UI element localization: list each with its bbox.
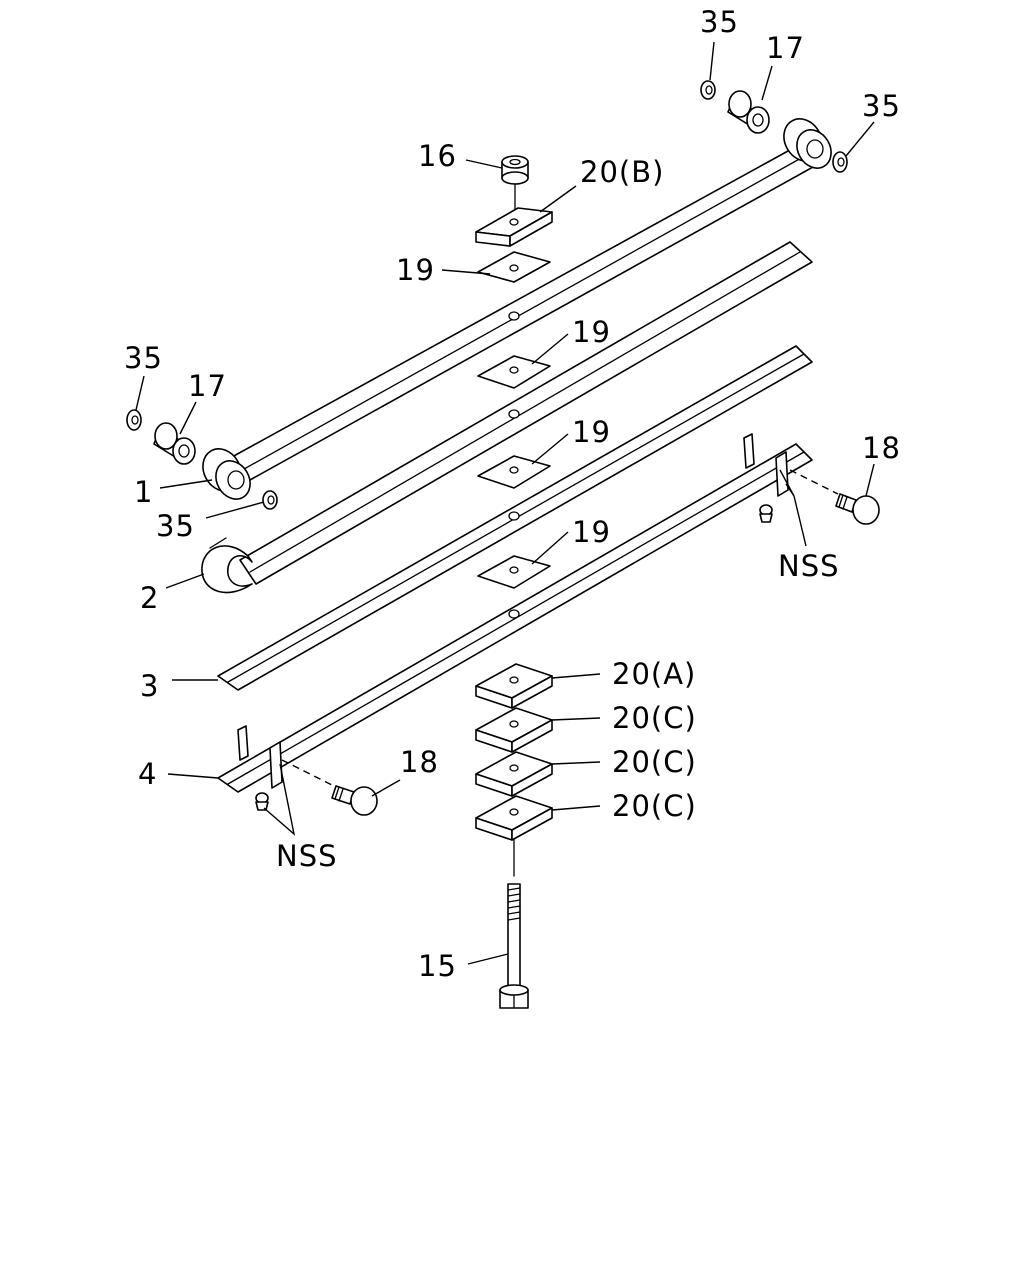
label-35-topright: 35 bbox=[862, 89, 901, 123]
label-17-top: 17 bbox=[766, 31, 805, 65]
washer-35-top bbox=[700, 80, 716, 100]
spacer-19-b bbox=[477, 355, 551, 389]
plate-20c-1 bbox=[475, 707, 553, 753]
label-20a: 20(A) bbox=[612, 657, 696, 691]
spacer-19-a bbox=[477, 251, 551, 283]
label-16: 16 bbox=[418, 139, 457, 173]
label-4: 4 bbox=[138, 757, 157, 791]
rivet-left bbox=[255, 792, 269, 811]
leaf-2 bbox=[201, 241, 813, 594]
label-17-left: 17 bbox=[188, 369, 227, 403]
leaf-1 bbox=[202, 118, 832, 500]
label-3: 3 bbox=[140, 669, 159, 703]
nut-16 bbox=[501, 155, 529, 223]
label-nss-left: NSS bbox=[276, 839, 338, 873]
callout-labels: 35 17 35 16 20(B) 19 19 19 19 35 17 1 35… bbox=[124, 5, 901, 983]
bushing-17-top bbox=[727, 90, 770, 134]
plate-20c-2 bbox=[475, 751, 553, 797]
label-35-mid: 35 bbox=[156, 509, 195, 543]
leaf-4 bbox=[217, 433, 813, 793]
label-nss-right: NSS bbox=[778, 549, 840, 583]
plate-20c-3 bbox=[475, 795, 553, 841]
leaf-3 bbox=[217, 345, 813, 691]
spacer-19-d bbox=[477, 555, 551, 589]
label-35-left: 35 bbox=[124, 341, 163, 375]
label-18-left: 18 bbox=[400, 745, 439, 779]
label-20c-3: 20(C) bbox=[612, 789, 697, 823]
label-19-c: 19 bbox=[572, 415, 611, 449]
label-1: 1 bbox=[134, 475, 153, 509]
label-19-b: 19 bbox=[572, 315, 611, 349]
leader-lines bbox=[135, 41, 875, 965]
bolt-18-right bbox=[789, 469, 880, 525]
plate-20b bbox=[475, 207, 553, 247]
washer-35-topright bbox=[832, 151, 848, 173]
label-35-top: 35 bbox=[700, 5, 739, 39]
label-20b: 20(B) bbox=[580, 155, 664, 189]
bolt-18-left bbox=[281, 759, 378, 816]
washer-35-left bbox=[126, 409, 142, 431]
center-bolt-15 bbox=[499, 839, 529, 1009]
label-2: 2 bbox=[140, 581, 159, 615]
label-19-d: 19 bbox=[572, 515, 611, 549]
label-18-right: 18 bbox=[862, 431, 901, 465]
label-19-a: 19 bbox=[396, 253, 435, 287]
plate-20a bbox=[475, 663, 553, 709]
label-20c-1: 20(C) bbox=[612, 701, 697, 735]
spacer-19-c bbox=[477, 455, 551, 489]
washer-35-mid bbox=[262, 490, 278, 510]
rivet-right bbox=[759, 504, 773, 523]
label-15: 15 bbox=[418, 949, 457, 983]
label-20c-2: 20(C) bbox=[612, 745, 697, 779]
bushing-17-left bbox=[153, 422, 196, 465]
